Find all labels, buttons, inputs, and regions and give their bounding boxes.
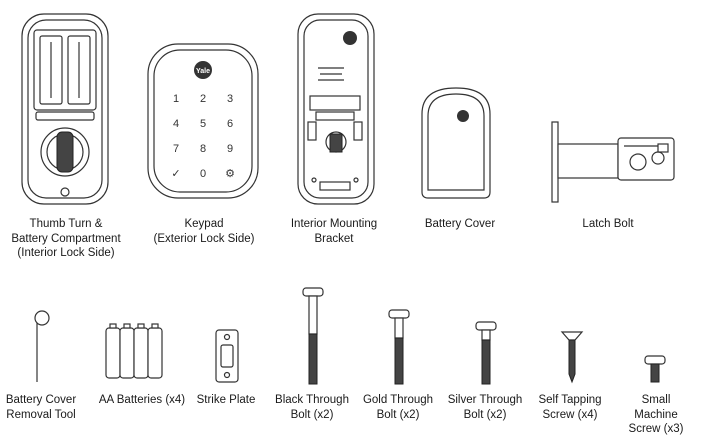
keypad-key: 2 [200,93,206,105]
thumb-turn-label-line: (Interior Lock Side) [17,247,115,259]
keypad-keys: 1 2 3 4 5 6 7 8 9 ✓ 0 ⚙ [171,93,235,180]
battery-cover-removal-tool-illustration [34,310,50,382]
keypad-label-line: (Exterior Lock Side) [153,232,255,245]
thumb-turn-label-line: Battery Compartment [11,232,121,245]
latch-bolt-label: Latch Bolt [582,217,633,232]
keypad-key: 9 [227,143,233,155]
silver-through-bolt-illustration [475,321,497,385]
battery-cover-removal-tool-label-line: Removal Tool [6,408,76,421]
gold-through-bolt-label-line: Gold Through [362,394,434,406]
keypad-key: ⚙ [225,168,235,180]
silver-through-bolt-label-line: Silver Through [447,394,523,406]
self-tapping-screw-illustration [560,331,584,384]
keypad-key: ✓ [171,168,180,180]
thumb-turn-label-line: Thumb Turn & [29,218,103,230]
latch-bolt-label-line: Latch Bolt [582,218,634,230]
interior-mounting-bracket-label-line: Bracket [314,232,354,245]
keypad-key: 0 [200,168,206,180]
strike-plate-label-line: Strike Plate [196,394,256,406]
keypad-key: 5 [200,118,206,130]
keypad-key: 3 [227,93,233,105]
strike-plate-illustration [215,329,239,383]
silver-through-bolt-label-line: Bolt (x2) [463,408,507,421]
gold-through-bolt-label-line: Bolt (x2) [376,408,420,421]
keypad-label: Keypad (Exterior Lock Side) [154,217,255,246]
keypad-brand-logo: Yale [196,68,210,75]
aa-batteries-illustration [105,323,163,379]
gold-through-bolt-illustration [388,309,410,385]
black-through-bolt-illustration [302,287,324,385]
small-machine-screw-illustration [644,355,666,383]
keypad-key: 8 [200,143,206,155]
black-through-bolt-label-line: Bolt (x2) [290,408,334,421]
interior-mounting-bracket-illustration [297,13,375,205]
latch-bolt-illustration [551,121,675,203]
black-through-bolt-label-line: Black Through [275,394,349,406]
keypad-key: 1 [173,93,179,105]
aa-batteries-label: AA Batteries (x4) [99,393,185,408]
self-tapping-screw-label-line: Screw (x4) [542,408,598,421]
thumb-turn-label: Thumb Turn & Battery Compartment (Interior… [11,217,120,261]
aa-batteries-label-line: AA Batteries (x4) [98,394,186,406]
keypad-key: 6 [227,118,233,130]
keypad-key: 7 [173,143,179,155]
small-machine-screw-label-line: Small [641,394,671,406]
strike-plate-label: Strike Plate [197,393,256,408]
self-tapping-screw-label-line: Self Tapping [538,394,602,406]
keypad-illustration: Yale 1 2 3 4 5 6 7 8 9 ✓ 0 ⚙ [147,43,259,199]
battery-cover-label: Battery Cover [425,217,495,232]
battery-cover-illustration [421,87,491,199]
small-machine-screw-label-line: Machine [634,408,678,421]
interior-mounting-bracket-label-line: Interior Mounting [290,218,378,230]
keypad-label-line: Keypad [184,218,224,230]
small-machine-screw-label-line: Screw (x3) [628,423,684,435]
keypad-key: 4 [173,118,179,130]
thumb-turn-illustration [21,13,109,205]
battery-cover-label-line: Battery Cover [424,218,496,230]
battery-cover-removal-tool-label-line: Battery Cover [5,394,77,406]
